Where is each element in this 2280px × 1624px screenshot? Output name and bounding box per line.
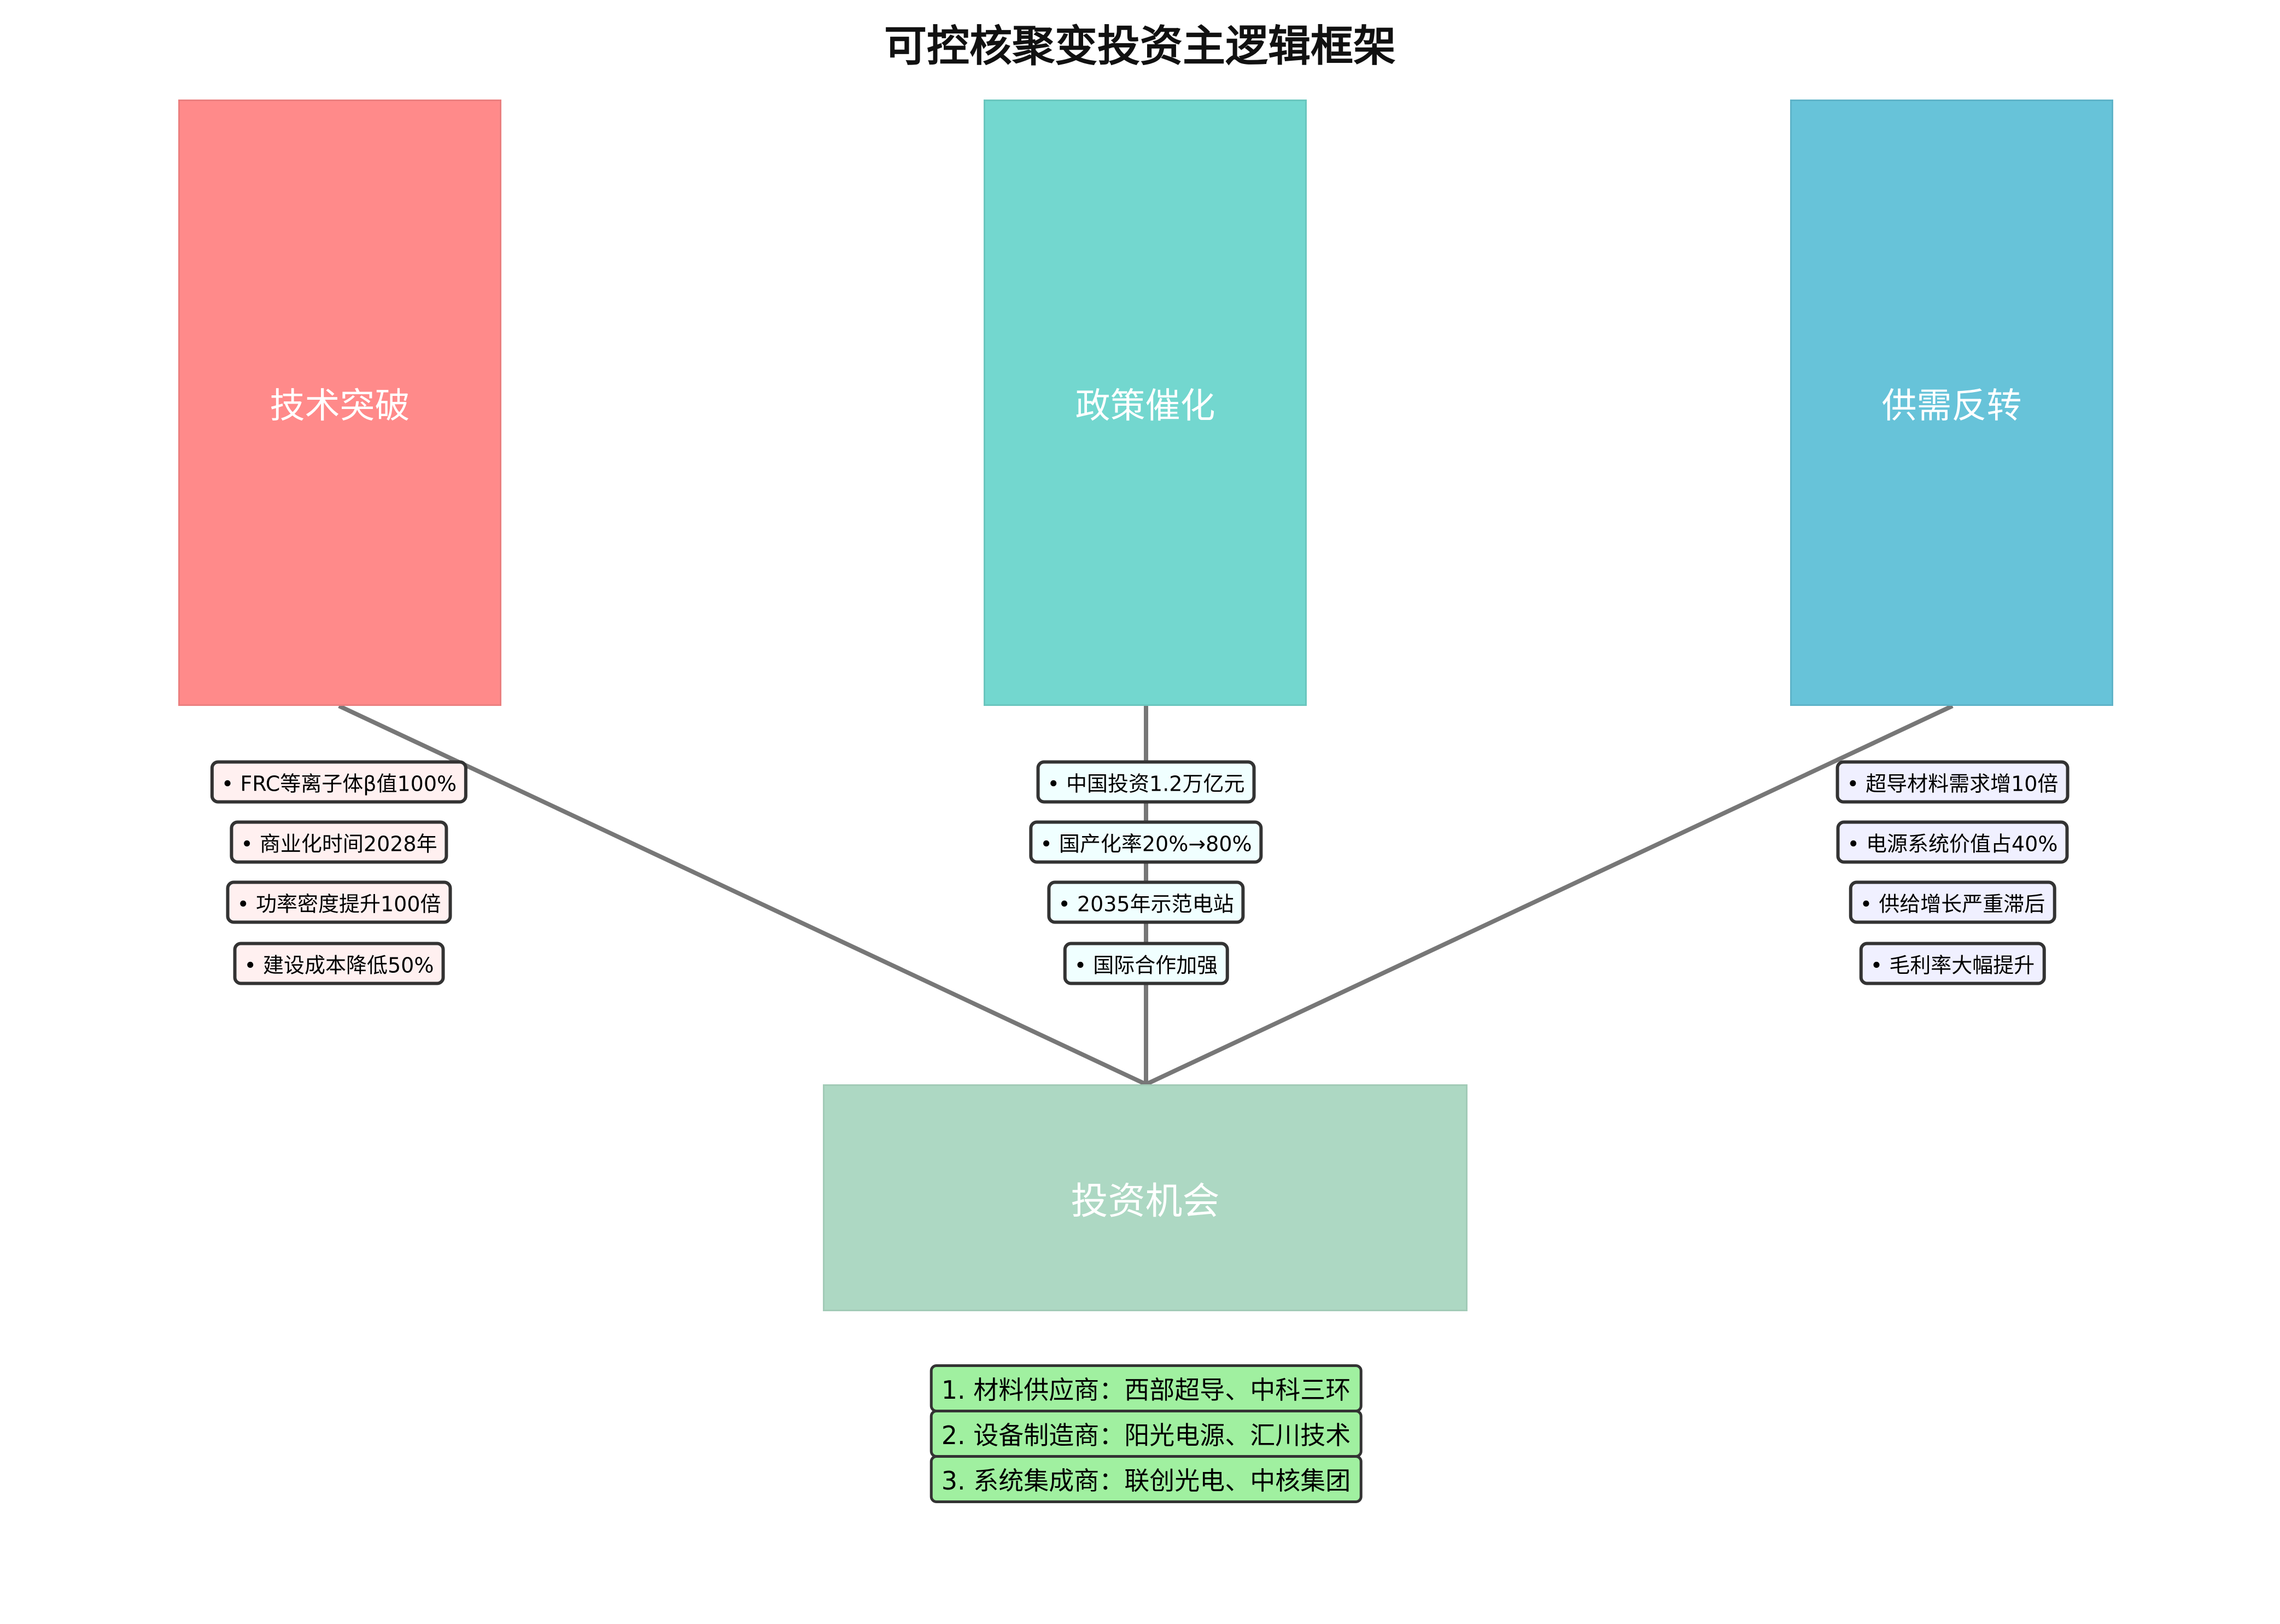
outcome-box: 投资机会	[823, 1084, 1468, 1311]
bullet-item: • 国际合作加强	[1063, 942, 1229, 985]
diagram-title: 可控核聚变投资主逻辑框架	[884, 22, 1396, 71]
pillar-label: 政策催化	[1075, 385, 1215, 427]
bullet-item: • 毛利率大幅提升	[1859, 942, 2046, 985]
bullet-item: • 商业化时间2028年	[230, 820, 448, 864]
bullet-item: • 国产化率20%→80%	[1029, 820, 1263, 864]
bullet-item: • FRC等离子体β值100%	[210, 760, 468, 804]
bullet-item: • 超导材料需求增10倍	[1835, 760, 2069, 804]
connector-tech	[338, 704, 1147, 1086]
opportunity-item: 3. 系统集成商：联创光电、中核集团	[929, 1455, 1363, 1503]
pillar-tech: 技术突破	[178, 100, 501, 706]
opportunity-item: 1. 材料供应商：西部超导、中科三环	[929, 1364, 1363, 1412]
bullet-item: • 中国投资1.2万亿元	[1036, 760, 1256, 804]
opportunity-item: 2. 设备制造商：阳光电源、汇川技术	[929, 1410, 1363, 1458]
bullet-item: • 功率密度提升100倍	[226, 880, 452, 924]
connector-supply	[1145, 704, 1954, 1086]
bullet-item: • 2035年示范电站	[1047, 880, 1245, 924]
pillar-label: 技术突破	[270, 385, 410, 427]
pillar-supply: 供需反转	[1790, 100, 2113, 706]
bullet-item: • 建设成本降低50%	[233, 942, 445, 985]
outcome-label: 投资机会	[1071, 1180, 1220, 1223]
pillar-label: 供需反转	[1881, 385, 2022, 427]
pillar-policy: 政策催化	[984, 100, 1307, 706]
bullet-item: • 电源系统价值占40%	[1836, 820, 2069, 864]
bullet-item: • 供给增长严重滞后	[1849, 880, 2056, 924]
